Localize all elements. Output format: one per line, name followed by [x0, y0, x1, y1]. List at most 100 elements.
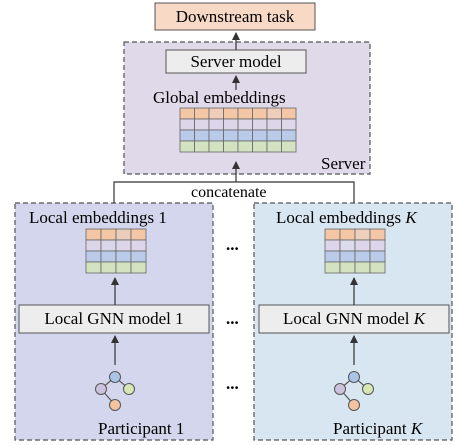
embedding-cell: [252, 107, 268, 120]
local-gnn-model-k-var: K: [413, 309, 426, 328]
participant-k-caption: Participant K: [333, 420, 422, 437]
local-gnn-model-k-box: [258, 304, 450, 334]
local-gnn-model-k-label: Local GNN model K: [259, 305, 449, 333]
embedding-cell: [130, 239, 147, 252]
server-model-label: Server model: [190, 51, 282, 71]
graph-node-blue: [348, 371, 360, 383]
embedding-cell: [354, 239, 371, 252]
embedding-cell: [179, 107, 195, 120]
ellipsis-models: ...: [226, 309, 239, 328]
embedding-cell: [369, 239, 386, 252]
embedding-cell: [208, 118, 224, 131]
embedding-cell: [354, 261, 371, 274]
embedding-cell: [194, 140, 210, 153]
embedding-cell: [115, 239, 132, 252]
graph-node-purple: [95, 383, 107, 395]
embedding-cell: [354, 228, 371, 241]
concatenate-label: concatenate: [191, 184, 267, 201]
embedding-cell: [85, 261, 102, 274]
embedding-cell: [339, 228, 356, 241]
embedding-cell: [354, 250, 371, 263]
embedding-cell: [100, 250, 117, 263]
embedding-cell: [85, 239, 102, 252]
embedding-cell: [266, 107, 282, 120]
embedding-cell: [281, 129, 297, 142]
embedding-cell: [369, 261, 386, 274]
local-embeddings-k-var: K: [405, 208, 417, 227]
graph-node-orange: [109, 399, 121, 411]
ellipsis-embeddings: ...: [226, 235, 239, 254]
embedding-cell: [179, 118, 195, 131]
embedding-cell: [115, 250, 132, 263]
local-embeddings-1-matrix: [85, 228, 147, 274]
embedding-cell: [179, 129, 195, 142]
global-embeddings-matrix: [179, 107, 297, 153]
embedding-cell: [100, 228, 117, 241]
embedding-cell: [223, 140, 239, 153]
embedding-cell: [115, 228, 132, 241]
embedding-cell: [194, 118, 210, 131]
embedding-cell: [369, 250, 386, 263]
embedding-cell: [223, 118, 239, 131]
embedding-cell: [237, 107, 253, 120]
local-embeddings-1-label: Local embeddings 1: [29, 208, 167, 227]
embedding-cell: [115, 261, 132, 274]
embedding-cell: [252, 140, 268, 153]
embedding-cell: [194, 129, 210, 142]
local-gnn-model-1-label: Local GNN model 1: [44, 309, 184, 328]
embedding-cell: [252, 118, 268, 131]
embedding-cell: [130, 261, 147, 274]
embedding-cell: [130, 250, 147, 263]
embedding-cell: [85, 250, 102, 263]
embedding-cell: [208, 107, 224, 120]
embedding-cell: [281, 107, 297, 120]
downstream-task-box: [154, 2, 316, 31]
local-embeddings-k-prefix: Local embeddings: [276, 208, 406, 227]
embedding-cell: [100, 261, 117, 274]
embedding-cell: [266, 140, 282, 153]
embedding-cell: [339, 250, 356, 263]
local-gnn-model-k-prefix: Local GNN model: [282, 309, 414, 328]
graph-icon: [95, 371, 135, 411]
ellipsis-graphs: ...: [226, 374, 239, 393]
embedding-cell: [281, 140, 297, 153]
participant-1-caption: Participant 1: [98, 419, 185, 438]
server-caption: Server: [321, 154, 366, 173]
embedding-cell: [100, 239, 117, 252]
embedding-cell: [237, 129, 253, 142]
embedding-cell: [266, 118, 282, 131]
graph-node-green: [123, 383, 135, 395]
graph-node-green: [362, 383, 374, 395]
embedding-cell: [85, 228, 102, 241]
embedding-cell: [194, 107, 210, 120]
embedding-cell: [324, 261, 341, 274]
local-gnn-model-1-box: [18, 304, 210, 334]
embedding-cell: [237, 118, 253, 131]
embedding-cell: [252, 129, 268, 142]
graph-node-blue: [109, 371, 121, 383]
embedding-cell: [130, 228, 147, 241]
embedding-cell: [208, 129, 224, 142]
local-embeddings-k-label: Local embeddings K: [276, 209, 417, 226]
embedding-cell: [324, 250, 341, 263]
embedding-cell: [237, 140, 253, 153]
embedding-cell: [223, 129, 239, 142]
embedding-cell: [369, 228, 386, 241]
embedding-cell: [208, 140, 224, 153]
graph-node-orange: [348, 399, 360, 411]
embedding-cell: [281, 118, 297, 131]
graph-node-purple: [334, 383, 346, 395]
participant-k-var: K: [410, 419, 423, 438]
concatenate-bracket: [113, 181, 355, 203]
downstream-task-label: Downstream task: [175, 6, 295, 26]
global-embeddings-label: Global embeddings: [153, 88, 286, 107]
embedding-cell: [324, 239, 341, 252]
embedding-cell: [339, 261, 356, 274]
graph-icon: [334, 371, 374, 411]
embedding-cell: [223, 107, 239, 120]
local-embeddings-k-matrix: [324, 228, 386, 274]
participant-k-prefix: Participant: [333, 419, 411, 438]
embedding-cell: [266, 129, 282, 142]
embedding-cell: [324, 228, 341, 241]
